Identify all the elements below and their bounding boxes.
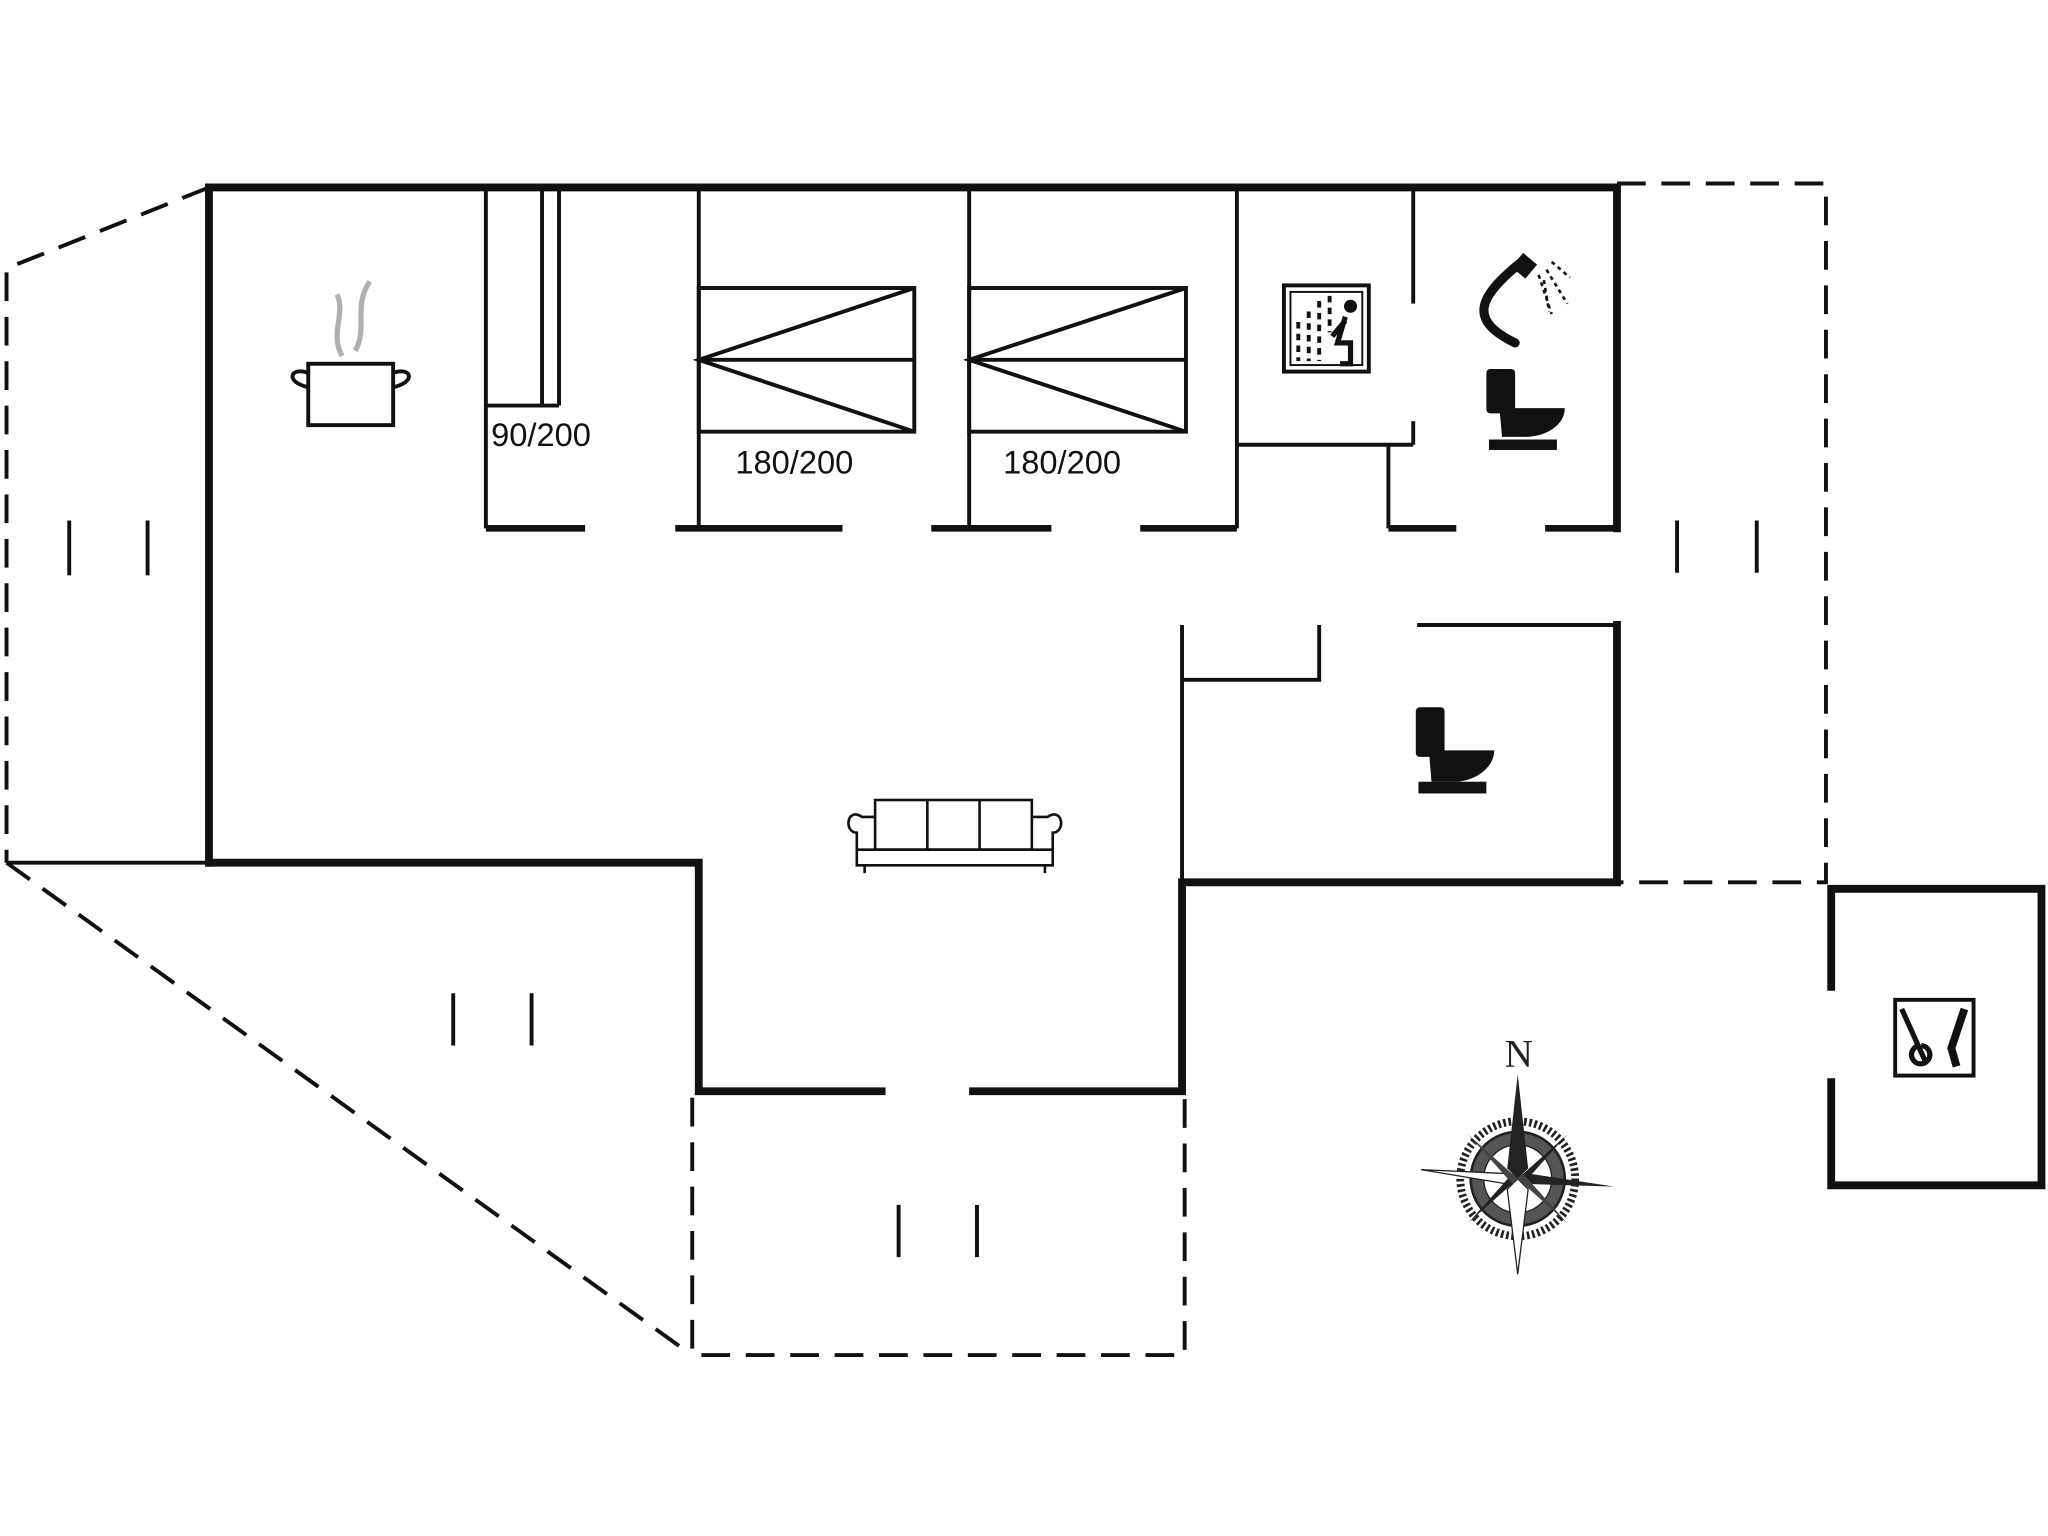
double-bed-2 [962, 286, 1188, 434]
compass-rose-icon: N [1420, 1032, 1615, 1275]
double-bed-1 [692, 286, 917, 434]
sofa-icon [847, 798, 1063, 874]
single-bed-size: 90/200 [491, 416, 591, 453]
toilet-icon [1415, 707, 1495, 794]
double-bed-1-size: 180/200 [735, 443, 853, 480]
annex-walls [1827, 884, 2046, 1190]
terrace-door-marks [67, 520, 1759, 1258]
terrace-outlines [4, 181, 1828, 1358]
double-bed-2-size: 180/200 [1003, 443, 1121, 480]
shower-icon [1479, 252, 1571, 348]
kitchen-pot-icon [290, 280, 411, 428]
outer-walls [205, 183, 2046, 1190]
north-label: N [1505, 1032, 1533, 1075]
toilet-icon [1486, 368, 1565, 450]
sauna-icon [1281, 283, 1371, 374]
interior-walls [6, 187, 1617, 883]
utility-room-icon [1893, 997, 1976, 1078]
